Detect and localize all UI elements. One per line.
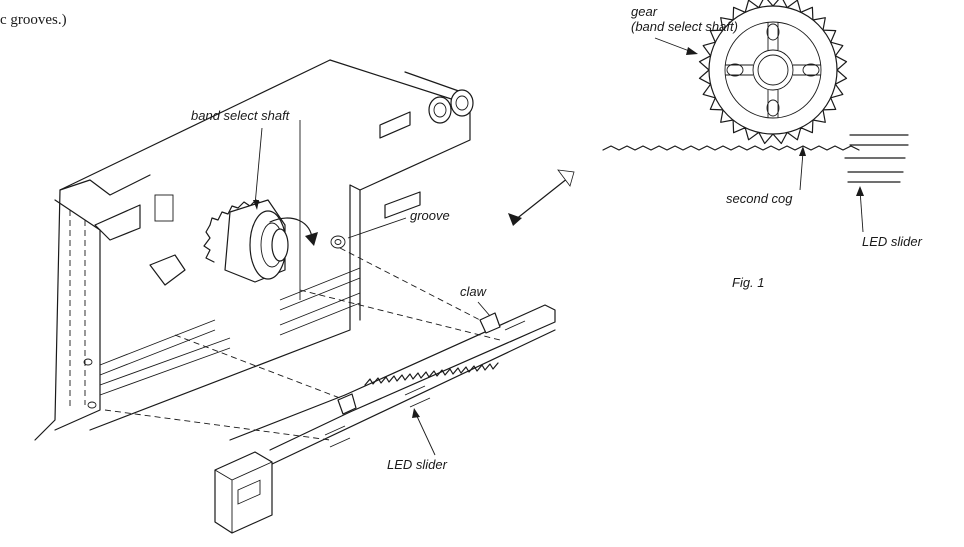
direction-arrow	[508, 169, 575, 226]
fig1-rack	[602, 134, 909, 183]
guide-lines	[104, 247, 501, 441]
label-gear-shaft: (band select shaft)	[631, 19, 738, 34]
label-claw: claw	[460, 284, 488, 299]
label-led-slider-main: LED slider	[387, 457, 448, 472]
fig1-labels: gear (band select shaft) second cog LED …	[631, 4, 923, 290]
band-select-shaft-assembly	[203, 199, 318, 283]
header-text-fragment: c grooves.)	[0, 12, 67, 28]
groove-marker	[330, 235, 346, 249]
label-led-slider-fig: LED slider	[862, 234, 923, 249]
label-groove: groove	[410, 208, 450, 223]
label-second-cog: second cog	[726, 191, 793, 206]
main-labels: band select shaft groove claw LED slider	[191, 108, 491, 472]
chassis-frame	[34, 59, 474, 441]
label-gear: gear	[631, 4, 658, 19]
fig1-gear	[698, 0, 848, 145]
led-slider-rail	[214, 304, 556, 534]
figure-caption: Fig. 1	[732, 275, 765, 290]
label-band-select-shaft: band select shaft	[191, 108, 291, 123]
